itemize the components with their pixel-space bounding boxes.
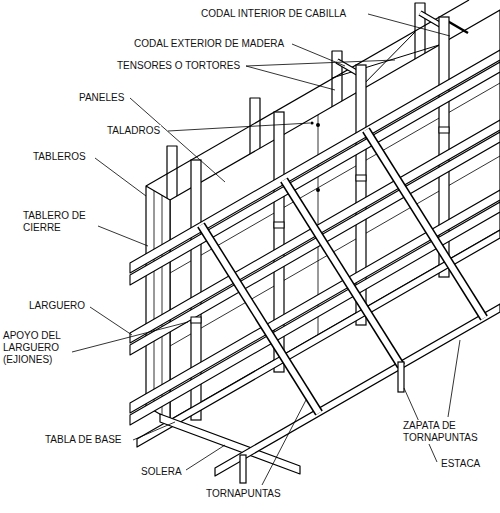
leader-line <box>448 340 460 417</box>
stake <box>398 362 404 392</box>
brace-fill <box>284 180 401 366</box>
drill-hole <box>316 188 320 192</box>
part-label: APOYO DEL LARGUERO (EJIONES) <box>2 330 70 366</box>
leader-line <box>368 14 450 36</box>
leader-line <box>168 123 310 131</box>
panel-joint <box>170 83 500 273</box>
part-label: TALADROS <box>106 125 161 137</box>
part-label: ZAPATA DE TORNAPUNTAS <box>402 420 496 444</box>
part-label: CODAL EXTERIOR DE MADERA <box>133 38 285 50</box>
wale-supports <box>191 127 449 323</box>
closing-board-joint <box>162 195 163 415</box>
ground-boards <box>137 230 500 476</box>
part-label: ESTACA <box>440 458 481 470</box>
wale-support <box>274 222 284 228</box>
leader-line <box>246 66 335 90</box>
part-label: TABLERO DE CIERRE <box>22 210 96 234</box>
leader-line <box>95 158 146 196</box>
wale-support <box>439 127 449 133</box>
brace <box>201 225 319 413</box>
leader-lines <box>72 14 460 485</box>
leader-line <box>90 307 132 335</box>
leader-line <box>72 322 188 352</box>
part-label: TABLEROS <box>32 151 87 163</box>
wales <box>130 50 500 425</box>
wale-support <box>191 317 201 323</box>
stake <box>240 455 246 483</box>
leader-line <box>262 400 306 485</box>
drill-hole <box>310 121 313 124</box>
part-label: SOLERA <box>140 466 183 478</box>
brace-fill <box>366 130 484 318</box>
brace-fill <box>201 225 319 413</box>
leader-line <box>133 422 175 440</box>
brace-footing <box>215 304 500 476</box>
leader-line <box>186 445 225 470</box>
closing-board-joint <box>154 191 155 411</box>
leader-line <box>130 98 225 182</box>
drill-hole <box>316 123 320 127</box>
leader-line <box>246 60 395 66</box>
part-label: TABLA DE BASE <box>44 434 123 446</box>
drill-holes <box>310 121 320 192</box>
brace <box>366 130 484 318</box>
stakes <box>240 362 404 483</box>
leader-line <box>98 226 148 246</box>
part-label: TENSORES O TORTORES <box>116 60 241 72</box>
wale-support <box>356 175 366 181</box>
part-label: PANELES <box>78 92 125 104</box>
part-label: LARGUERO <box>28 300 86 312</box>
braces <box>201 130 484 413</box>
brace <box>284 180 401 366</box>
part-label: TORNAPUNTAS <box>205 488 282 500</box>
part-label: CODAL INTERIOR DE CABILLA <box>200 8 347 20</box>
